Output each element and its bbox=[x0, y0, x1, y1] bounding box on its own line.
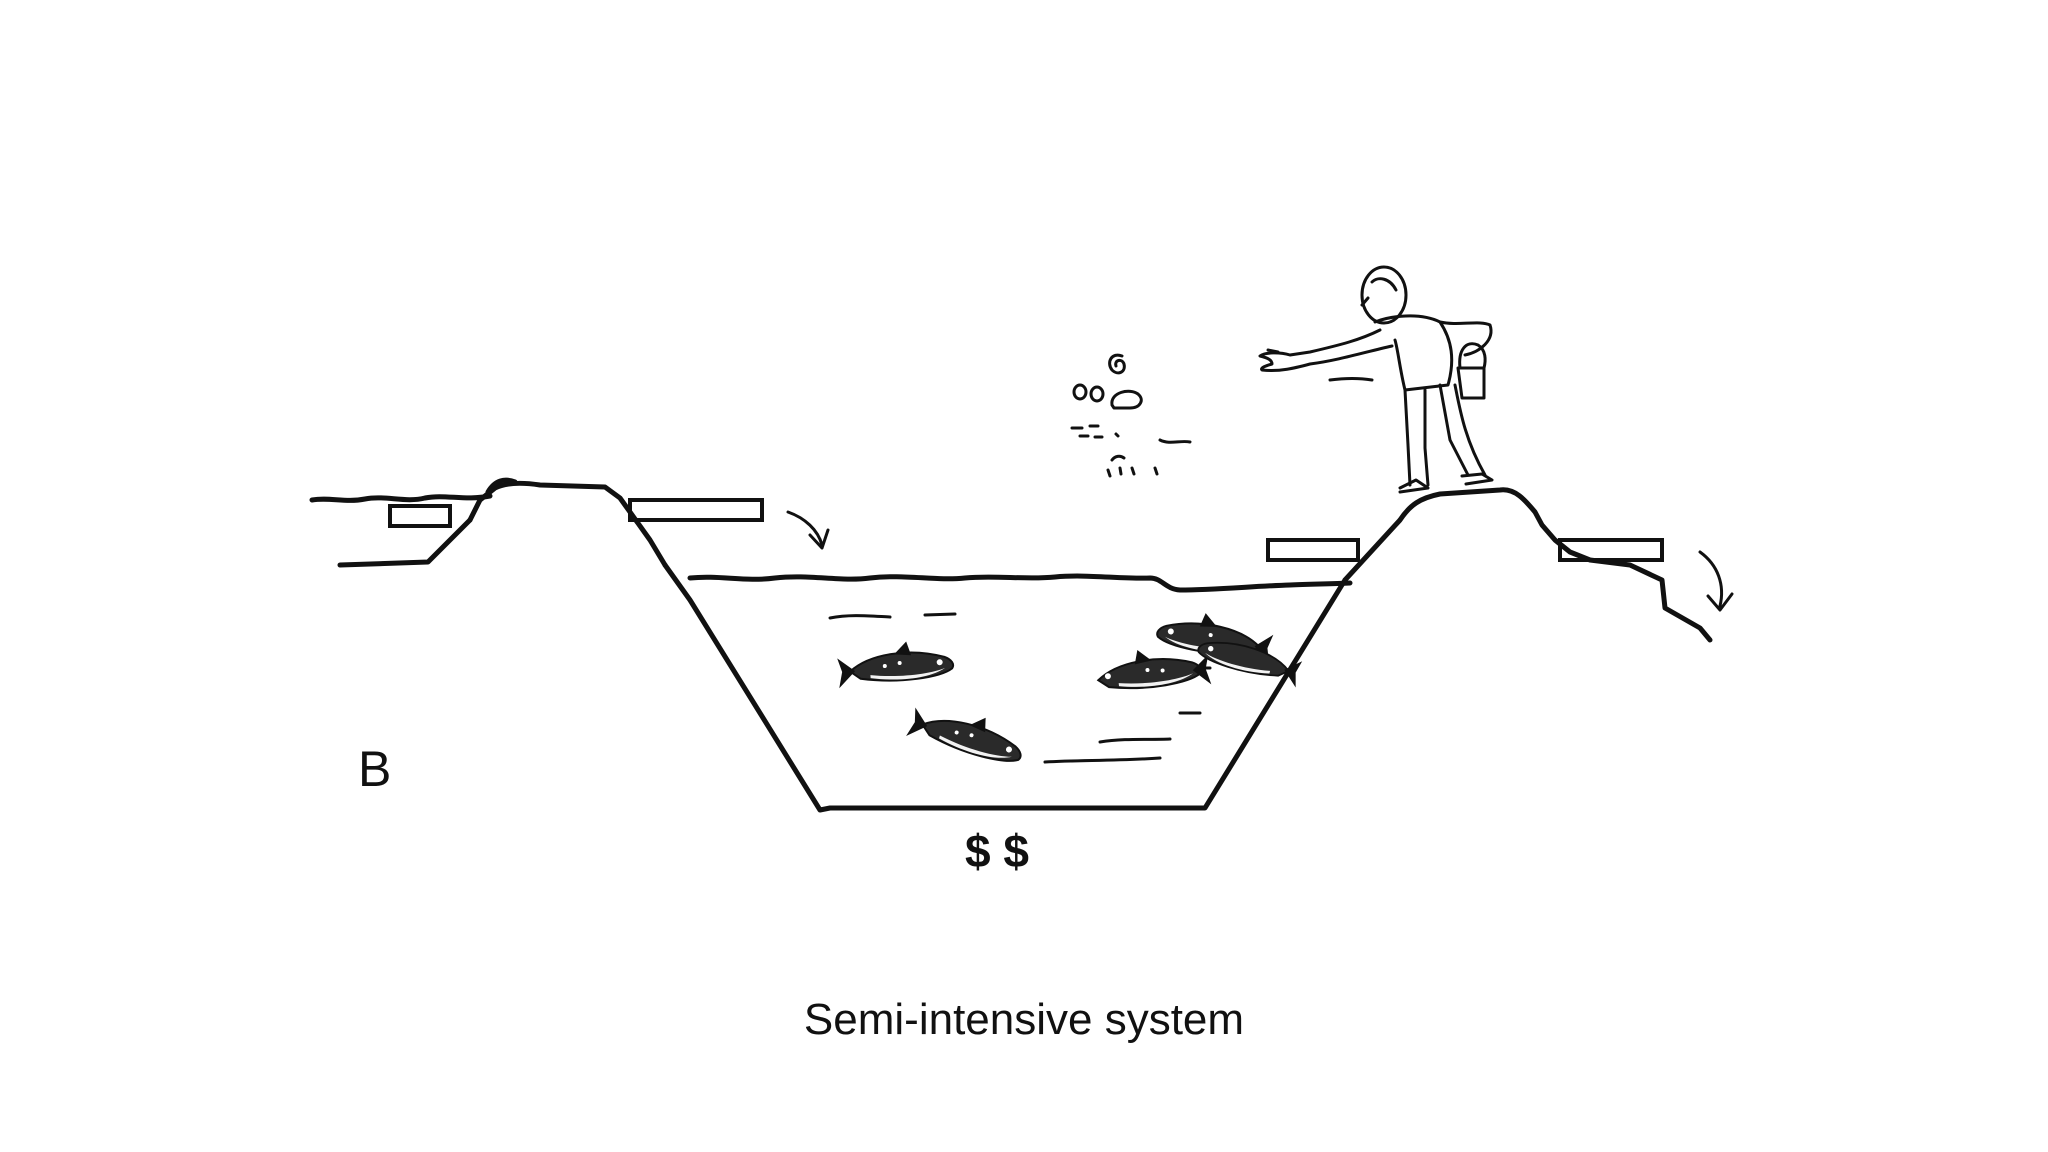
water-surface bbox=[687, 573, 1353, 593]
left-dike bbox=[467, 480, 668, 568]
left-ground-line bbox=[309, 493, 493, 503]
fish bbox=[1197, 641, 1303, 688]
figure-caption: Semi-intensive system bbox=[803, 995, 1245, 1044]
outlet-pipe-left bbox=[1266, 538, 1360, 562]
panel-letter: B bbox=[358, 741, 391, 797]
farmer-head bbox=[1360, 265, 1408, 325]
feed-bucket bbox=[1456, 366, 1486, 400]
right-dike bbox=[1342, 487, 1713, 643]
farmer-leg-left bbox=[1403, 388, 1412, 487]
farmer bbox=[1258, 265, 1494, 494]
ripple bbox=[828, 614, 892, 620]
farmer-arm bbox=[1258, 328, 1394, 372]
inlet-pipe-right bbox=[628, 498, 764, 522]
farmer-foot bbox=[1460, 472, 1494, 486]
fish bbox=[837, 641, 955, 689]
farmer-foot bbox=[1398, 478, 1430, 494]
feed-pellets bbox=[1070, 353, 1192, 478]
inlet-pipe bbox=[388, 504, 452, 528]
pond-basin bbox=[662, 562, 1348, 813]
cost-label: $ $ bbox=[965, 825, 1029, 877]
left-dike-base bbox=[337, 517, 473, 568]
left-dike-bump bbox=[485, 477, 518, 495]
outflow-arrow bbox=[1698, 550, 1724, 608]
fish bbox=[906, 707, 1022, 762]
farmer-back-arm bbox=[1438, 320, 1493, 357]
inflow-arrow-head bbox=[808, 528, 830, 550]
outflow-arrow-head bbox=[1706, 592, 1734, 612]
ripple bbox=[923, 612, 957, 617]
fish bbox=[1096, 649, 1212, 690]
farmer-torso bbox=[1373, 314, 1454, 392]
ripple bbox=[1043, 756, 1162, 764]
farmer-leg-right bbox=[1438, 383, 1470, 477]
ripple bbox=[1098, 737, 1172, 744]
inflow-arrow bbox=[786, 510, 824, 547]
outlet-pipe bbox=[1558, 538, 1664, 562]
